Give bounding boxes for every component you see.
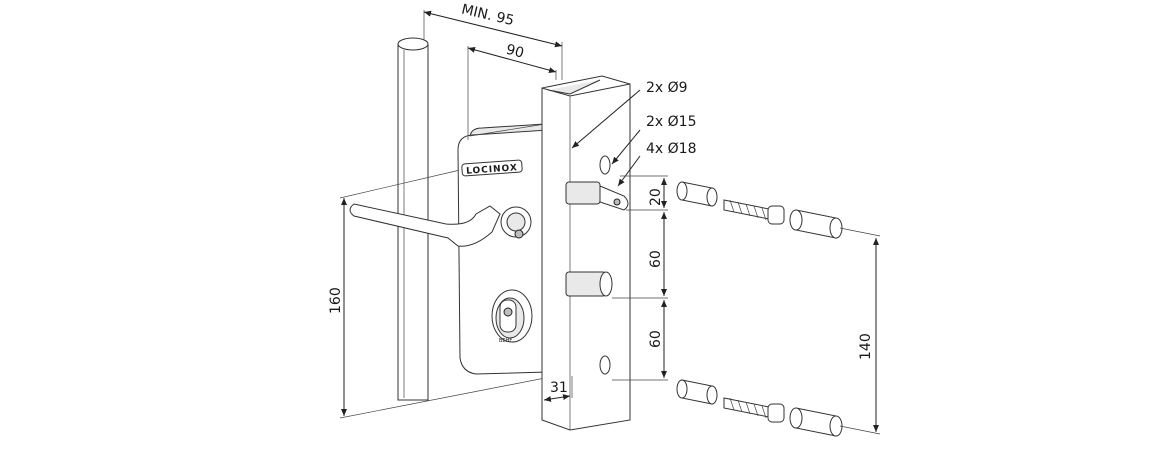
dimension-90: 90 (467, 42, 557, 140)
label-post-width: 31 (550, 380, 568, 396)
fixing-set-lower (676, 379, 843, 437)
label-total-height: 160 (328, 287, 344, 314)
lever-handle (349, 203, 532, 247)
euro-cylinder: BEHF (491, 289, 533, 344)
brand-logo: LOCINOX (461, 159, 523, 177)
height-extension-lines (339, 169, 546, 419)
label-bolt-span: 140 (858, 333, 874, 360)
label-hole-medium: 2x Ø15 (646, 114, 696, 130)
dimension-31: 31 (541, 376, 573, 402)
hole-callouts: 2x Ø9 2x Ø15 4x Ø18 (571, 80, 696, 187)
brand-logo-text: LOCINOX (466, 163, 518, 177)
latch-bolt (565, 181, 629, 211)
label-width: 90 (504, 42, 525, 62)
label-hole-small: 2x Ø9 (646, 80, 688, 96)
cylinder-marking: BEHF (499, 338, 512, 344)
dimension-160: 160 (328, 198, 347, 416)
fixing-set-upper (676, 181, 843, 239)
label-min-width: MIN. 95 (460, 2, 516, 30)
label-hole-large: 4x Ø18 (646, 141, 696, 157)
dead-bolt (565, 271, 613, 297)
dimension-vertical-spacing: 20 60 60 (612, 175, 668, 381)
label-spacing-lower: 60 (648, 330, 664, 348)
label-spacing-upper: 60 (648, 250, 664, 268)
label-offset-top: 20 (648, 188, 664, 206)
square-post (541, 75, 631, 431)
dimension-140: 140 (839, 227, 881, 435)
